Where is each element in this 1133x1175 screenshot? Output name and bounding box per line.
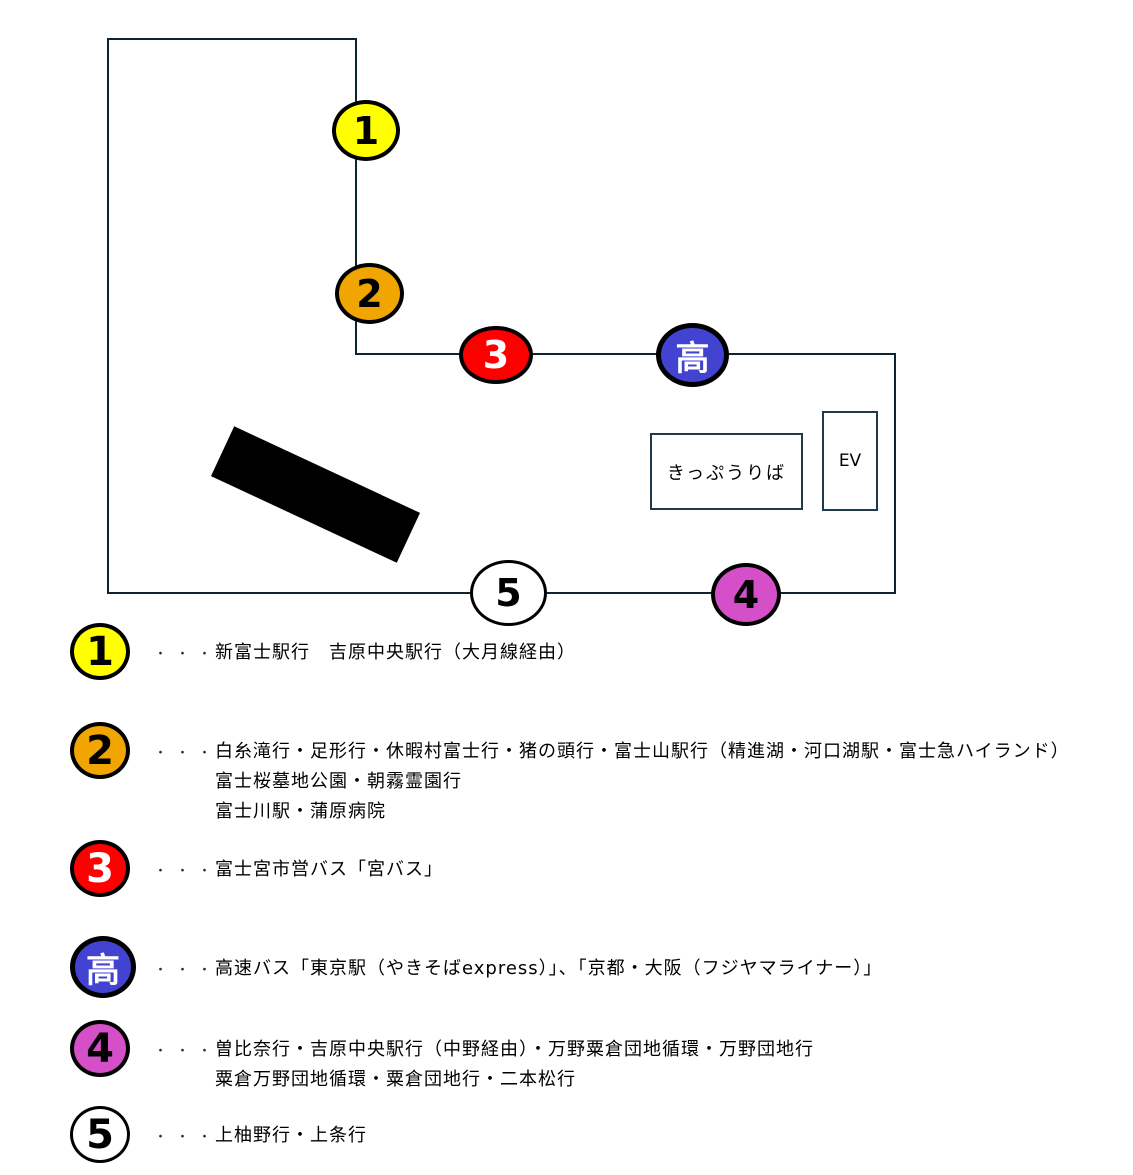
legend-line: 富士宮市営バス「宮バス」 — [215, 859, 443, 880]
legend-dots: ・・・ — [154, 864, 221, 879]
legend-line: 粟倉万野団地循環・粟倉団地行・二本松行 — [215, 1069, 576, 1090]
legend-text-3: 富士宮市営バス「宮バス」 — [215, 855, 1133, 885]
map-stop-3: 3 — [459, 326, 533, 384]
terminal-outline — [107, 38, 896, 594]
legend-dots: ・・・ — [154, 647, 221, 662]
legend-line: 富士桜墓地公園・朝霧霊園行 — [215, 771, 462, 792]
legend-line: 上柚野行・上条行 — [215, 1125, 367, 1146]
legend-text-2: 白糸滝行・足形行・休暇村富士行・猪の頭行・富士山駅行（精進湖・河口湖駅・富士急ハ… — [215, 737, 1133, 827]
legend-badge-5: 5 — [70, 1106, 130, 1163]
legend-badge-highway: 高 — [70, 936, 136, 998]
legend-badge-1: 1 — [70, 623, 130, 680]
legend-dots: ・・・ — [154, 963, 221, 978]
legend-dots: ・・・ — [154, 1044, 221, 1059]
legend-line: 白糸滝行・足形行・休暇村富士行・猪の頭行・富士山駅行（精進湖・河口湖駅・富士急ハ… — [215, 741, 1070, 762]
legend-line: 富士川駅・蒲原病院 — [215, 801, 386, 822]
legend-line: 曽比奈行・吉原中央駅行（中野経由）・万野粟倉団地循環・万野団地行 — [215, 1039, 814, 1060]
legend-dots: ・・・ — [154, 1130, 221, 1145]
legend-badge-3: 3 — [70, 840, 130, 897]
ticket-office-box: きっぷうりば — [650, 433, 803, 510]
legend-line: 新富士駅行 吉原中央駅行（大月線経由） — [215, 642, 576, 663]
map-stop-1: 1 — [332, 100, 400, 161]
elevator-box: EV — [822, 411, 878, 511]
map-stop-5: 5 — [470, 560, 547, 626]
legend-badge-4: 4 — [70, 1020, 130, 1077]
legend-text-4: 曽比奈行・吉原中央駅行（中野経由）・万野粟倉団地循環・万野団地行 粟倉万野団地循… — [215, 1035, 1133, 1095]
legend-badge-2: 2 — [70, 722, 130, 779]
legend-text-5: 上柚野行・上条行 — [215, 1121, 1133, 1151]
ticket-office-label: きっぷうりば — [666, 462, 787, 484]
legend-text-1: 新富士駅行 吉原中央駅行（大月線経由） — [215, 638, 1133, 668]
elevator-label: EV — [838, 451, 862, 471]
legend-line: 高速バス「東京駅（やきそばexpress）」、「京都・大阪（フジヤマライナー）」 — [215, 958, 883, 979]
map-stop-highway: 高 — [656, 323, 729, 387]
map-stop-4: 4 — [711, 563, 781, 626]
terminal-outline-shape — [107, 38, 896, 594]
legend-text-highway: 高速バス「東京駅（やきそばexpress）」、「京都・大阪（フジヤマライナー）」 — [215, 954, 1133, 984]
legend-dots: ・・・ — [154, 746, 221, 761]
map-stop-2: 2 — [335, 263, 404, 324]
